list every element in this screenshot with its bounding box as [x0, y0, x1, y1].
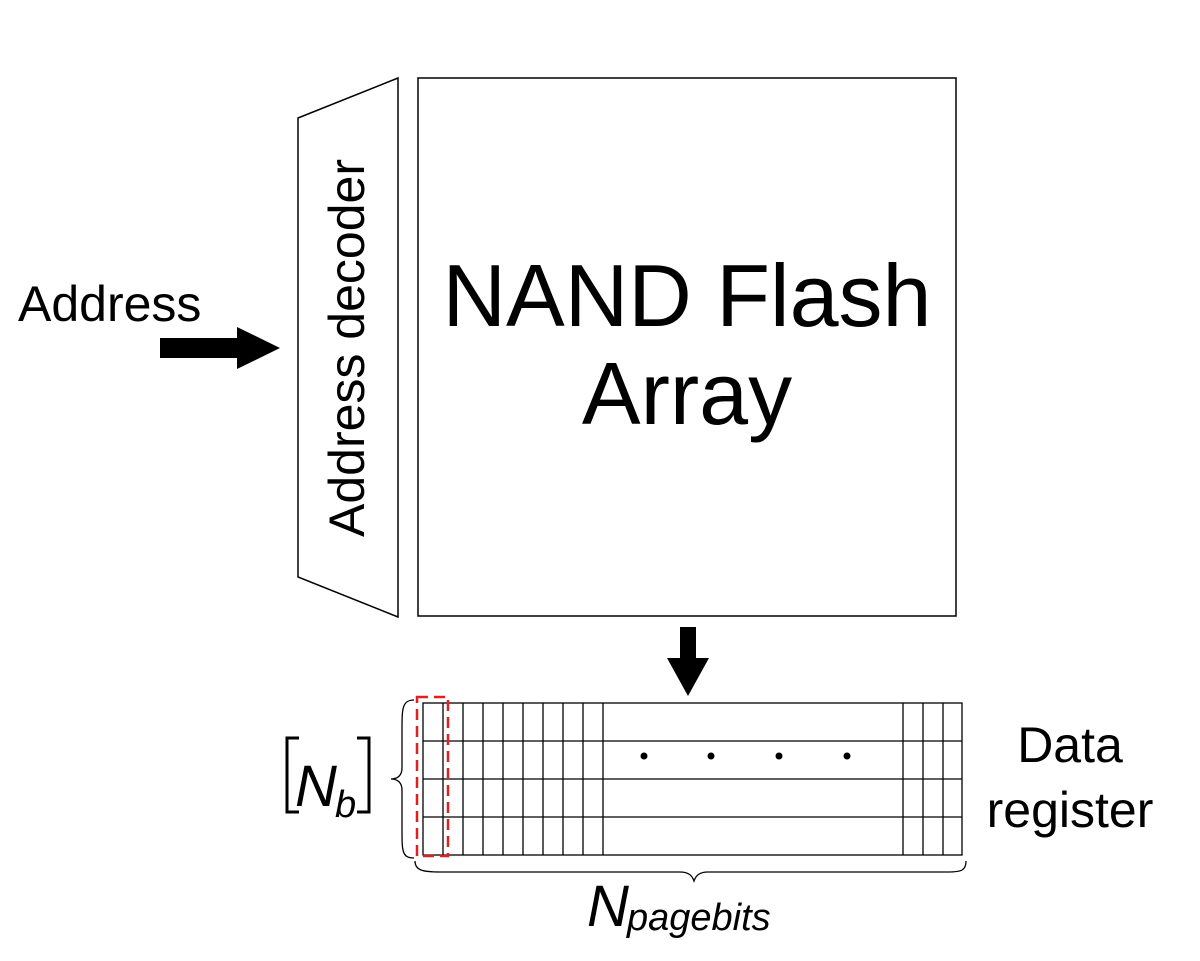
address-input-arrow	[160, 327, 280, 369]
pagebits-bottom-brace	[414, 860, 967, 884]
address-decoder-label: Address decoder	[319, 159, 375, 537]
address-decoder-block	[297, 76, 399, 619]
nand-flash-array-block	[417, 77, 957, 617]
array-label-line2: Array	[582, 344, 792, 443]
register-label-line2: register	[987, 782, 1154, 838]
array-to-register-arrow	[667, 627, 709, 696]
register-ellipsis-dots	[640, 752, 851, 760]
nb-left-brace	[390, 699, 415, 859]
highlighted-bit-column	[415, 695, 450, 858]
nb-ceiling-brackets	[285, 736, 371, 814]
pagebits-symbol: N	[587, 874, 629, 939]
register-row-lines	[423, 740, 962, 818]
pagebits-subscript: pagebits	[626, 897, 771, 939]
address-input-label: Address	[18, 276, 201, 332]
nb-subscript: b	[335, 784, 356, 826]
register-label-line1: Data	[1017, 717, 1123, 773]
register-column-lines	[442, 703, 944, 855]
array-label-line1: NAND Flash	[443, 246, 932, 345]
data-register-grid	[422, 702, 963, 856]
nb-symbol: N	[295, 754, 337, 819]
